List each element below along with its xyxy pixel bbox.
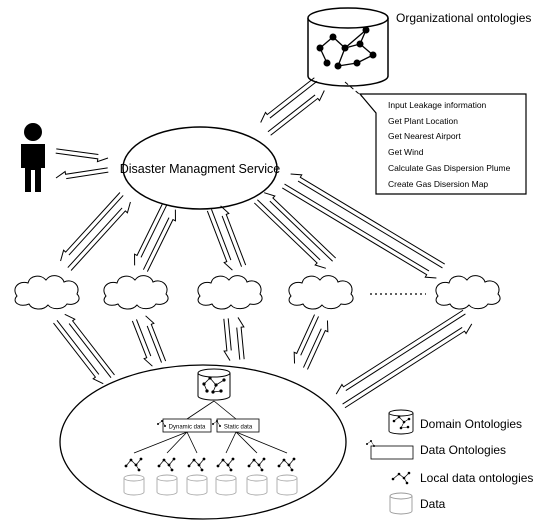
arrow-cloud-3-repo-back: [236, 317, 245, 360]
service-clouds: [14, 275, 501, 310]
service-label: Disaster Managment Service: [120, 162, 281, 176]
dynamic-data-label: Dynamic data: [169, 425, 206, 431]
legend: Domain Ontologies Data Ontologies Local …: [366, 409, 533, 515]
org-ontology-title: Organizational ontologies: [396, 11, 531, 25]
local-ontology-graph-4: [216, 457, 235, 472]
data-cylinder-5: [246, 474, 268, 496]
legend-domain-label: Domain Ontologies: [420, 417, 522, 431]
message-arrows: [53, 77, 473, 409]
legend-data-ontology-label: Data Ontologies: [420, 443, 506, 457]
web-service-cloud-2: [103, 275, 169, 310]
domain-ontology-database: [197, 368, 231, 401]
arrow-service-cloud-1-back: [67, 201, 131, 271]
org-ontology-database: [307, 7, 389, 87]
arrow-service-org-forward: [267, 90, 325, 136]
static-data-label: Static data: [224, 425, 253, 431]
data-cylinder-1: [123, 474, 145, 496]
legend-data-label: Data: [420, 497, 446, 511]
arrow-cloud-1-repo-forward: [53, 320, 104, 385]
process-step-2: Get Plant Location: [388, 116, 458, 126]
arrow-service-cloud-3-back: [220, 205, 247, 267]
legend-local-label: Local data ontologies: [420, 471, 533, 485]
legend-data-ontology-icon: [366, 440, 414, 460]
process-step-4: Get Wind: [388, 147, 424, 157]
data-cylinder-2: [156, 474, 178, 496]
web-service-cloud-3: [197, 275, 263, 310]
web-service-cloud-4: [288, 275, 354, 310]
arrow-cloud-2-repo-forward: [131, 319, 153, 367]
arrow-service-cloud-2-back: [142, 209, 176, 272]
domain-tree-lines: [133, 400, 288, 454]
process-steps-box: Input Leakage information Get Plant Loca…: [358, 93, 527, 195]
arrow-cloud-5-repo-forward: [335, 309, 466, 395]
arrow-service-cloud-4-back: [264, 192, 337, 262]
arrow-cloud-2-repo-back: [145, 315, 167, 363]
local-ontology-graph-3: [187, 457, 206, 472]
arrow-cloud-3-repo-forward: [223, 318, 232, 361]
data-cylinder-6: [276, 474, 298, 496]
arrow-service-cloud-1-forward: [60, 192, 124, 262]
local-ontology-graph-6: [277, 457, 296, 472]
process-step-5: Calculate Gas Dispersion Plume: [388, 163, 511, 173]
local-ontology-graph-1: [124, 457, 143, 472]
arrow-person-to-service: [55, 148, 109, 163]
arrow-service-cloud-5-forward: [282, 183, 437, 279]
arrow-service-org-back: [260, 77, 318, 123]
legend-domain-ontology-icon: [388, 409, 414, 435]
arrow-service-to-person: [55, 167, 109, 180]
process-step-1: Input Leakage information: [388, 100, 487, 110]
data-stores: [123, 474, 298, 496]
user-person-icon: [21, 123, 45, 192]
local-ontology-graph-2: [157, 457, 176, 472]
arrow-cloud-4-repo-back: [302, 320, 329, 370]
arrow-service-cloud-5-back: [290, 173, 445, 269]
web-service-cloud-1: [14, 275, 80, 310]
arrow-cloud-4-repo-forward: [293, 314, 320, 364]
static-data-box: Static data: [212, 418, 260, 433]
local-data-ontologies: [124, 457, 296, 472]
arrow-cloud-5-repo-back: [342, 323, 473, 409]
data-cylinder-3: [186, 474, 208, 496]
process-step-3: Get Nearest Airport: [388, 131, 461, 141]
arrow-service-cloud-3-forward: [206, 209, 233, 271]
legend-local-ontology-icon: [391, 471, 411, 485]
service-ellipse: [122, 126, 278, 210]
data-cylinder-4: [215, 474, 237, 496]
local-ontology-graph-5: [247, 457, 266, 472]
arrow-service-cloud-4-forward: [253, 199, 326, 269]
web-service-cloud-5: [435, 275, 501, 310]
legend-data-icon: [389, 492, 413, 515]
dynamic-data-box: Dynamic data: [157, 418, 212, 433]
arrow-cloud-1-repo-back: [64, 313, 115, 378]
process-step-6: Create Gas Disersion Map: [388, 179, 488, 189]
arrow-service-cloud-2-forward: [134, 203, 168, 266]
